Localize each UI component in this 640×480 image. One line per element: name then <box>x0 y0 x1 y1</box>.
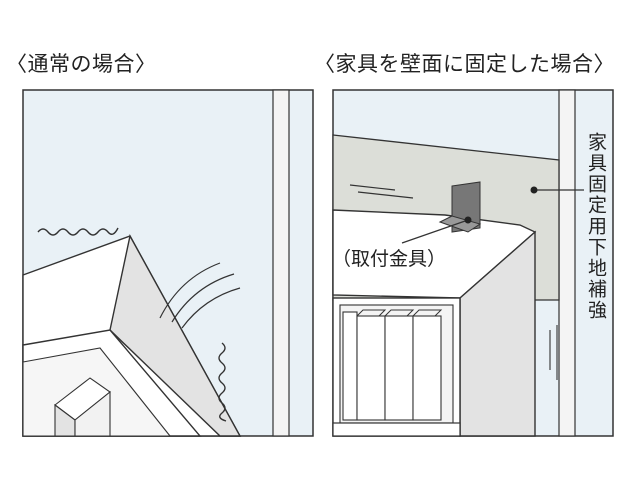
bracket-leader <box>401 219 469 244</box>
bookcase <box>332 209 537 437</box>
backing-hatch <box>349 184 414 199</box>
right-panel-caption: 〈家具を壁面に固定した場合〉 <box>314 52 615 76</box>
motion-line-2 <box>171 273 235 323</box>
shake-wave-top <box>37 227 119 236</box>
motion-line-3 <box>181 287 241 329</box>
shake-wave-right <box>218 342 227 422</box>
right-scene <box>332 89 614 437</box>
toppled-furniture <box>22 234 242 437</box>
right-pillar <box>558 89 576 437</box>
stability-lines <box>549 325 558 380</box>
left-pillar <box>272 89 290 437</box>
left-scene <box>22 89 314 437</box>
backing-label: 家具固定用下地補強 <box>585 132 607 321</box>
left-panel-caption: 〈通常の場合〉 <box>6 52 157 76</box>
motion-line-1 <box>159 262 221 319</box>
mounting-bracket-icon <box>438 181 482 233</box>
bracket-leader-dot <box>464 216 472 224</box>
backing-leader-dot <box>530 186 538 194</box>
bracket-label: （取付金具） <box>332 248 447 270</box>
